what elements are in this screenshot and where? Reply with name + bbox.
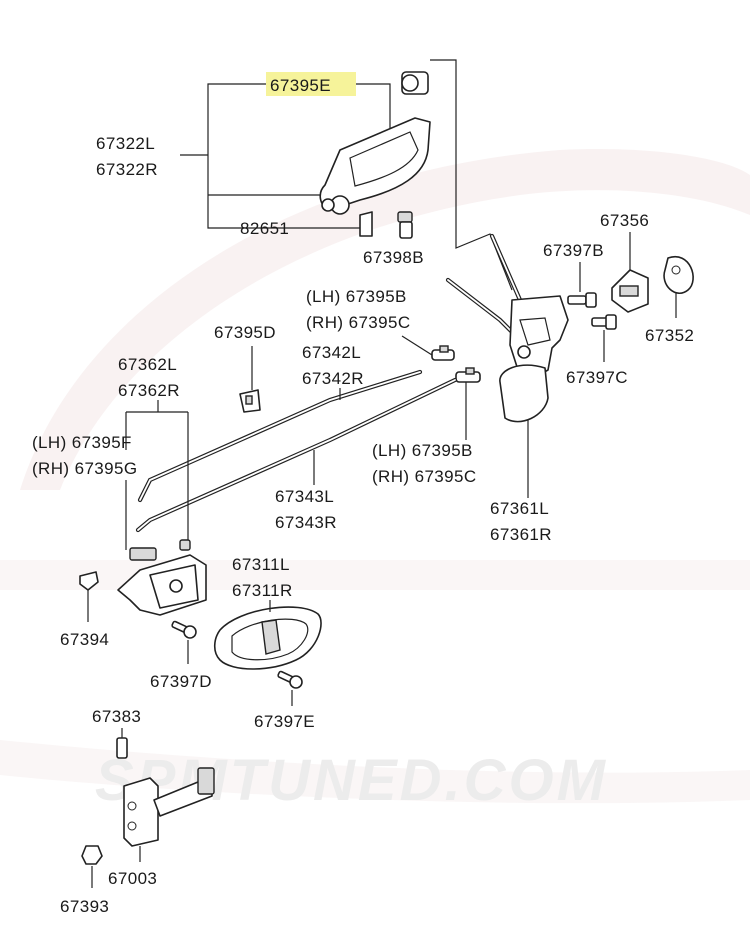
lock-cylinder-part: [401, 71, 429, 95]
label-67342R[interactable]: 67342R: [302, 369, 364, 388]
label-67311R[interactable]: 67311R: [232, 581, 293, 600]
leader-67395E: [207, 83, 310, 229]
label-67395C-rh[interactable]: (RH) 67395C: [306, 313, 411, 332]
label-67356[interactable]: 67356: [600, 211, 649, 230]
highlight-67395E: [266, 72, 356, 96]
label-67003[interactable]: 67003: [108, 869, 157, 888]
label-67397B[interactable]: 67397B: [543, 241, 604, 260]
screw-67398B-part: [397, 211, 413, 239]
label-67322R[interactable]: 67322R: [96, 160, 158, 179]
label-67322L[interactable]: 67322L: [96, 134, 155, 153]
bolt-67383-part: [116, 737, 128, 759]
label-67352[interactable]: 67352: [645, 326, 694, 345]
label-67395D[interactable]: 67395D: [214, 323, 276, 342]
screw-67397D-part: [171, 620, 197, 639]
label-67343L[interactable]: 67343L: [275, 487, 334, 506]
inside-handle-67311-part: [213, 606, 322, 670]
label-67343R[interactable]: 67343R: [275, 513, 337, 532]
bolt-67397C-part: [591, 314, 617, 330]
grommet-67394-part: [79, 571, 99, 591]
label-67311L[interactable]: 67311L: [232, 555, 290, 574]
inside-handle-bracket-part: [117, 539, 207, 616]
striker-67356-part: [611, 269, 649, 313]
door-latch-67361-part: [499, 295, 569, 423]
label-67362L[interactable]: 67362L: [118, 355, 177, 374]
label-67395B-lh-2[interactable]: (LH) 67395B: [372, 441, 473, 460]
label-82651[interactable]: 82651: [240, 219, 289, 238]
rod-clip-upper-part: [431, 345, 455, 361]
outside-handle-part: [319, 117, 431, 215]
bolt-67397B-part: [567, 292, 597, 308]
rod-clip-lower-part: [455, 367, 481, 383]
label-67397C[interactable]: 67397C: [566, 368, 628, 387]
screw-67397E-part: [277, 670, 303, 689]
label-67342L[interactable]: 67342L: [302, 343, 361, 362]
door-checker-67003-part: [123, 767, 215, 847]
label-67383[interactable]: 67383: [92, 707, 141, 726]
label-67361R[interactable]: 67361R: [490, 525, 552, 544]
label-67393[interactable]: 67393: [60, 897, 109, 916]
leader-67395BC-upper: [401, 335, 433, 356]
label-67397E[interactable]: 67397E: [254, 712, 315, 731]
label-67395G-rh[interactable]: (RH) 67395G: [32, 459, 138, 478]
label-67398B[interactable]: 67398B: [363, 248, 424, 267]
clip-82651-part: [359, 211, 373, 237]
clip-67395D-part: [239, 389, 261, 413]
nut-67393-part: [81, 845, 103, 865]
label-67395C-rh-2[interactable]: (RH) 67395C: [372, 467, 477, 486]
label-67397D[interactable]: 67397D: [150, 672, 212, 691]
label-67394[interactable]: 67394: [60, 630, 109, 649]
label-67395E[interactable]: 67395E: [270, 76, 331, 95]
leader-67362: [125, 400, 189, 550]
label-67395B-lh[interactable]: (LH) 67395B: [306, 287, 407, 306]
label-67362R[interactable]: 67362R: [118, 381, 180, 400]
label-67361L[interactable]: 67361L: [490, 499, 549, 518]
label-67395F-lh[interactable]: (LH) 67395F: [32, 433, 132, 452]
shim-67352-part: [663, 255, 694, 294]
